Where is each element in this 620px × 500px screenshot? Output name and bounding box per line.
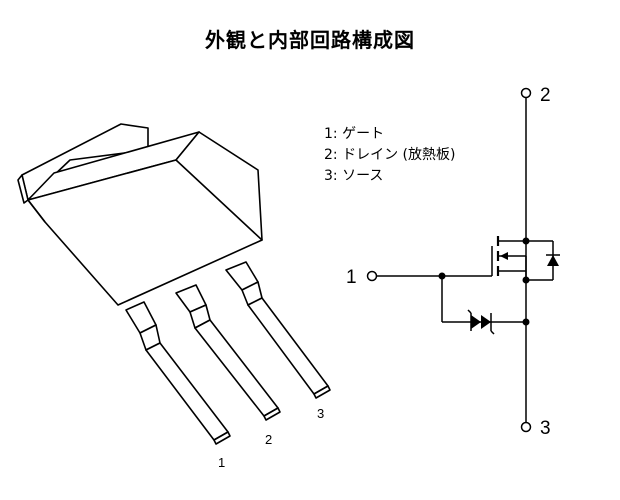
junction-dot bbox=[522, 318, 530, 326]
junction-dot bbox=[522, 237, 530, 245]
gate-terminal bbox=[366, 270, 378, 282]
lead-3 bbox=[225, 261, 331, 399]
pin-label-2: 2 bbox=[265, 432, 272, 447]
mosfet-arrow bbox=[500, 252, 508, 260]
junction-dot bbox=[522, 276, 530, 284]
lead-2 bbox=[175, 284, 281, 421]
legend-item-drain: 2: ドレイン (放熱板) bbox=[324, 147, 456, 163]
lead-1 bbox=[125, 301, 231, 445]
mosfet-symbol bbox=[491, 236, 527, 280]
page-title: 外観と内部回路構成図 bbox=[205, 28, 415, 52]
pin-legend: 1: ゲート 2: ドレイン (放熱板) 3: ソース bbox=[324, 124, 455, 187]
schematic bbox=[366, 87, 560, 433]
legend-item-source: 3: ソース bbox=[324, 168, 384, 184]
pin-label-3: 3 bbox=[317, 406, 324, 421]
legend-item-gate: 1: ゲート bbox=[324, 126, 385, 142]
drain-terminal bbox=[520, 87, 532, 99]
terminal-label-gate: 1 bbox=[346, 267, 357, 288]
junction-dot bbox=[438, 272, 446, 280]
source-terminal bbox=[520, 421, 532, 433]
terminal-label-source: 3 bbox=[540, 418, 551, 439]
body-edge bbox=[27, 199, 46, 223]
body-diode bbox=[526, 240, 560, 281]
package-drawing bbox=[17, 123, 331, 445]
pin-label-1: 1 bbox=[218, 455, 225, 470]
terminal-label-drain: 2 bbox=[540, 85, 551, 106]
heatsink-tab-side bbox=[17, 174, 29, 204]
zener-diode bbox=[467, 309, 495, 335]
